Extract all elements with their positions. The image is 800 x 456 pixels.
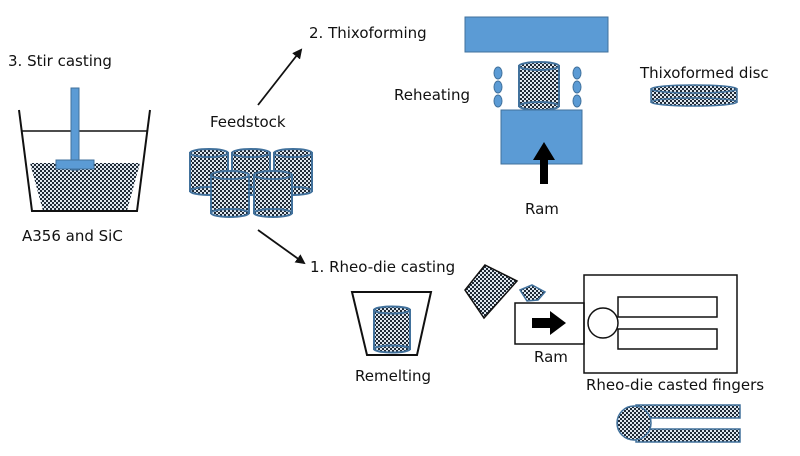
remelting-crucible <box>350 291 433 356</box>
ram-up-arrow <box>533 142 555 184</box>
stirrer-blade <box>55 159 95 170</box>
stir-casting-crucible <box>18 87 151 212</box>
upper-die <box>464 16 609 53</box>
cavity-finger-lower <box>617 328 718 350</box>
heater-coils-left <box>493 66 503 108</box>
cavity-finger-upper <box>617 296 718 318</box>
feedstock-label: Feedstock <box>210 113 286 131</box>
pouring-ladle <box>464 264 547 320</box>
casted-fingers-part <box>616 404 741 443</box>
billet <box>210 170 250 218</box>
arrow-to-thixoforming <box>257 48 303 106</box>
ram-right-arrow <box>532 311 566 335</box>
finger-upper <box>635 404 741 419</box>
billet <box>253 170 293 218</box>
remelting-billet <box>373 305 411 354</box>
crucible-wall <box>18 109 151 212</box>
stir-casting-label: 3. Stir casting <box>8 52 112 70</box>
arrow-to-rheo-die-casting <box>257 229 306 265</box>
rheo-die-fingers-label: Rheo-die casted fingers <box>586 376 765 394</box>
finger-lower <box>635 428 741 443</box>
remelting-label: Remelting <box>355 367 432 385</box>
reheating-label: Reheating <box>394 86 470 104</box>
thixoforming-label: 2. Thixoforming <box>309 24 427 42</box>
rheo-die-casting-label: 1. Rheo-die casting <box>310 258 456 276</box>
reheated-billet <box>518 61 560 111</box>
crucible-melt <box>30 163 140 211</box>
feedstock-billets <box>189 148 313 218</box>
die-cavity <box>583 274 738 374</box>
a356-sic-label: A356 and SiC <box>22 227 123 245</box>
ram-bottom-label: Ram <box>534 348 568 366</box>
stirrer-shaft <box>70 87 80 171</box>
thixoformed-disc-label: Thixoformed disc <box>640 64 769 82</box>
cavity-gate <box>587 307 619 339</box>
heater-coils-right <box>572 66 582 108</box>
ram-top-label: Ram <box>525 200 559 218</box>
thixoformed-disc-shape <box>650 84 738 107</box>
pouring-stream <box>518 284 547 302</box>
finger-gate-disc <box>616 405 652 441</box>
